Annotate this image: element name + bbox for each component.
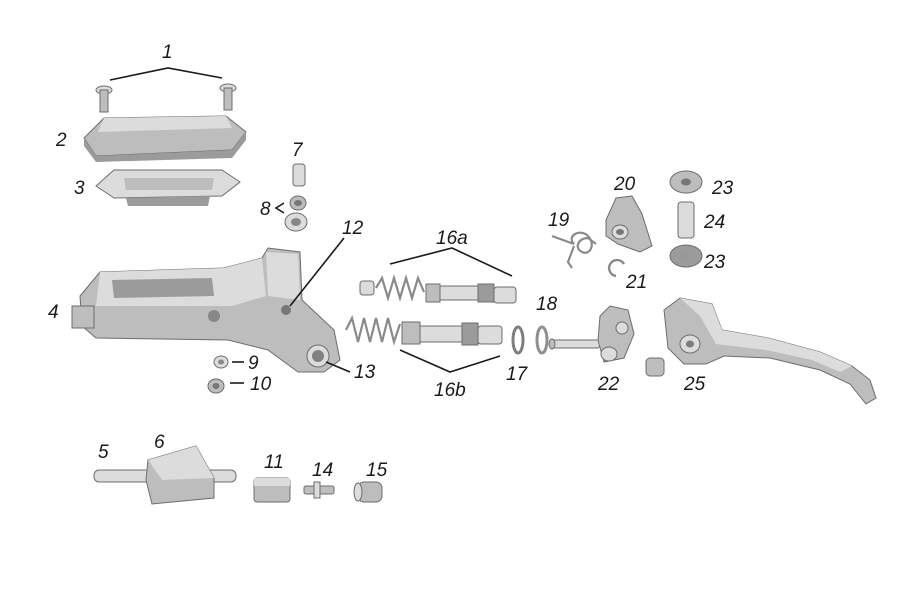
part-9-ring xyxy=(213,355,244,369)
leader-13 xyxy=(325,361,351,373)
screw-left xyxy=(95,85,113,113)
callout-15: 15 xyxy=(366,460,388,481)
callout-18: 18 xyxy=(536,294,558,315)
part-16b-piston-assembly xyxy=(345,314,503,373)
part-10-washer xyxy=(207,378,244,394)
part-1-screws xyxy=(95,67,237,113)
part-16a-piston-assembly xyxy=(359,247,517,304)
part-21-clip xyxy=(607,258,626,278)
callout-25: 25 xyxy=(683,374,706,395)
callout-24: 24 xyxy=(703,212,725,233)
callout-22: 22 xyxy=(597,374,620,395)
leader-1 xyxy=(109,67,223,81)
part-20-cam xyxy=(605,195,653,253)
part-14-barb xyxy=(303,481,335,499)
part-25-lever-blade xyxy=(645,297,877,405)
callout-20: 20 xyxy=(613,174,636,195)
callout-3: 3 xyxy=(74,178,85,199)
callout-10: 10 xyxy=(250,374,272,395)
part-4-lever-body xyxy=(71,247,341,373)
callout-16a: 16a xyxy=(436,228,468,249)
part-17-o-ring xyxy=(511,325,525,355)
leader-16b xyxy=(399,349,501,373)
part-6-clamp xyxy=(145,445,215,505)
part-24-sleeve xyxy=(677,201,695,239)
callout-16b: 16b xyxy=(434,380,466,401)
callout-21: 21 xyxy=(625,272,647,293)
callout-17: 17 xyxy=(506,364,529,385)
callout-13: 13 xyxy=(354,362,376,383)
part-19-torsion-spring xyxy=(551,231,597,269)
part-22-pushrod-adjuster xyxy=(548,305,635,363)
callout-8: 8 xyxy=(260,199,271,220)
part-23-spacer-top xyxy=(669,170,703,194)
callout-6: 6 xyxy=(154,432,165,453)
callout-19: 19 xyxy=(548,210,570,231)
part-3-diaphragm xyxy=(95,169,241,206)
callout-2: 2 xyxy=(55,130,67,151)
part-2-reservoir-cover xyxy=(83,115,247,162)
callout-23-top: 23 xyxy=(711,178,734,199)
part-15-olive xyxy=(353,481,383,503)
callout-14: 14 xyxy=(312,460,333,481)
screw-right xyxy=(219,83,237,111)
leader-8 xyxy=(274,202,285,214)
callout-11: 11 xyxy=(264,452,284,473)
part-11-fitting xyxy=(253,477,291,503)
leader-12 xyxy=(289,237,345,307)
part-18-seal xyxy=(535,325,549,355)
callout-9: 9 xyxy=(248,353,259,374)
part-8-bushings xyxy=(274,195,308,232)
part-7-pin xyxy=(292,163,306,187)
callout-5: 5 xyxy=(98,442,109,463)
callout-12: 12 xyxy=(342,218,364,239)
leader-16a xyxy=(389,247,513,277)
callout-23-bottom: 23 xyxy=(703,252,726,273)
callout-4: 4 xyxy=(48,302,59,323)
callout-1: 1 xyxy=(162,42,173,63)
part-23-spacer-bottom xyxy=(669,244,703,268)
callout-7: 7 xyxy=(292,140,304,161)
